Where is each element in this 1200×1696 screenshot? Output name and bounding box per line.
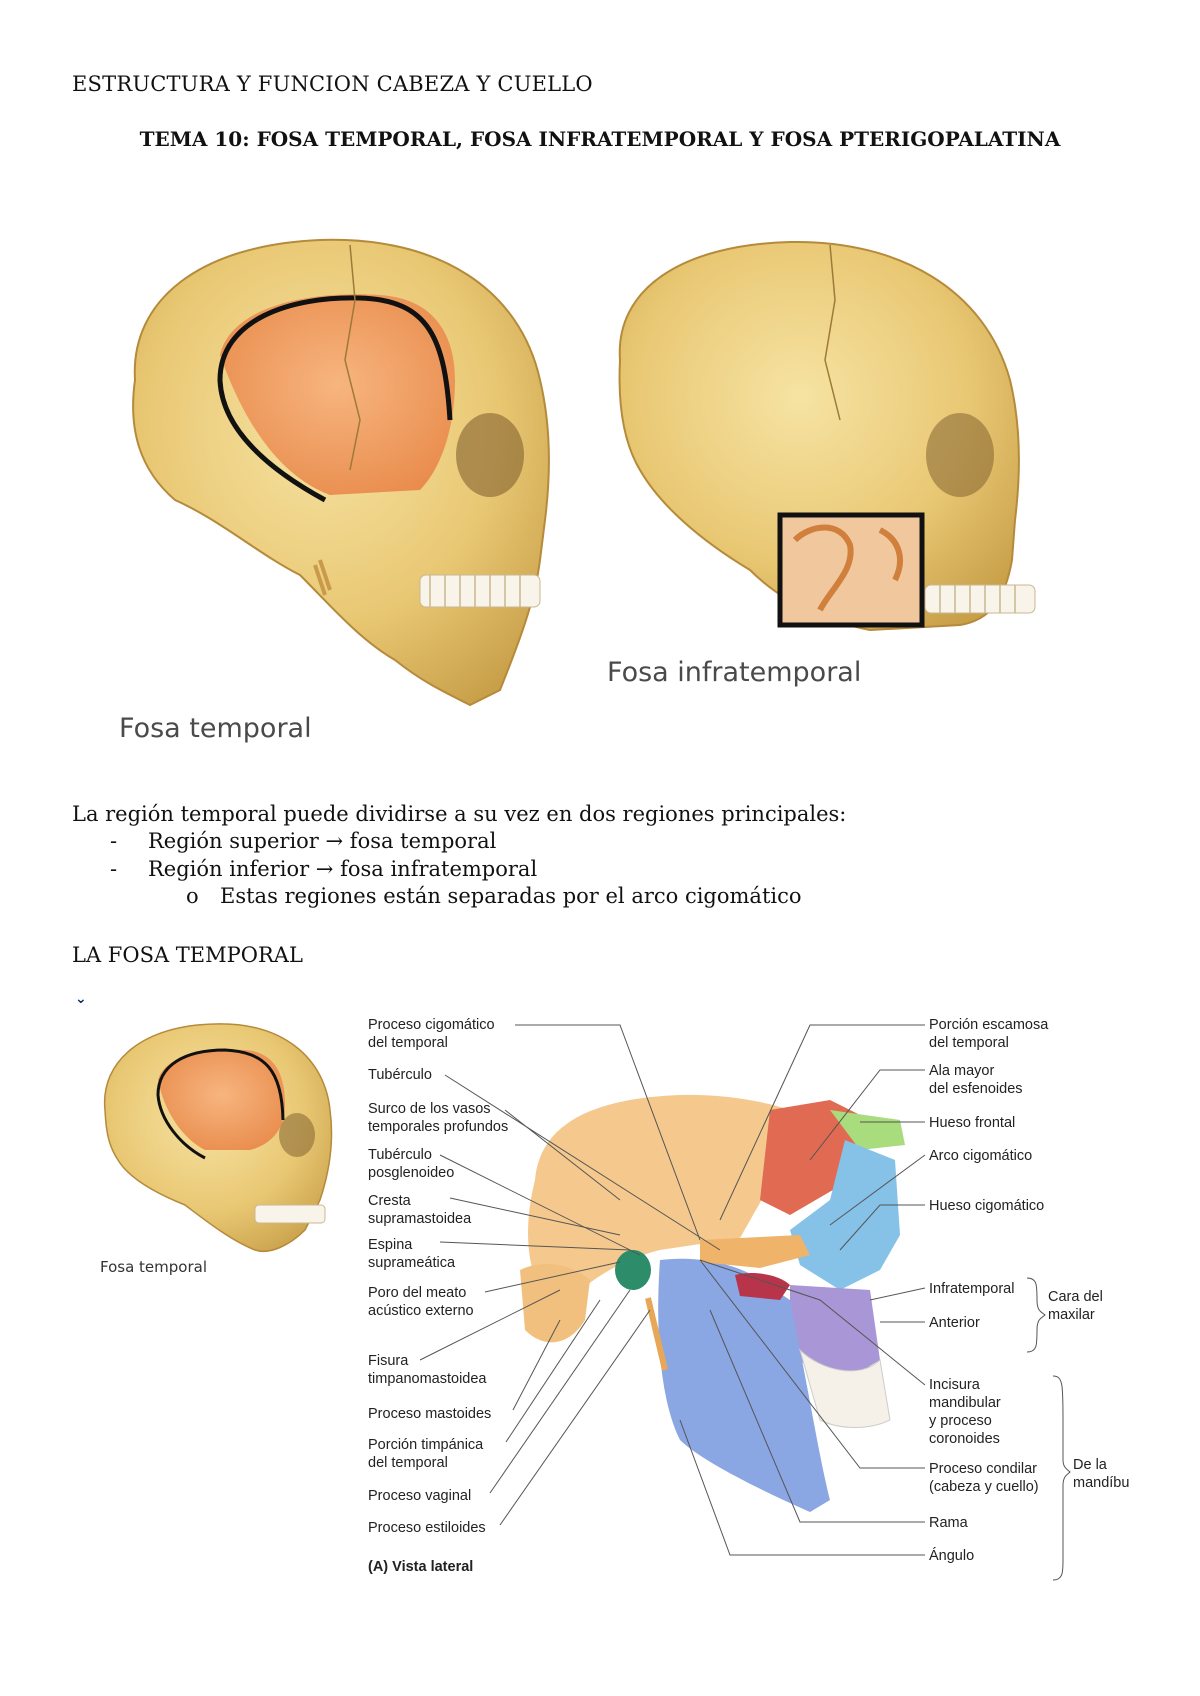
fosa-infratemporal-caption: Fosa infratemporal: [607, 657, 862, 688]
sub-bullet: o: [186, 884, 199, 908]
section-heading: LA FOSA TEMPORAL: [72, 943, 303, 967]
skull-temporal-fossa-image: [132, 238, 550, 707]
list-item-text: Región inferior → fosa infratemporal: [148, 857, 538, 881]
label-proceso-vaginal: Proceso vaginal: [368, 1488, 472, 1504]
label-porcion-escamosa: Porción escamosa del temporal: [929, 1017, 1049, 1051]
list-dash: -: [110, 829, 118, 853]
label-surco-vasos: Surco de los vasos temporales profundos: [368, 1101, 509, 1135]
label-incisura-mandibular: Incisura mandibular y proceso coronoides: [929, 1377, 1001, 1447]
label-ala-mayor: Ala mayor del esfenoides: [929, 1063, 1023, 1097]
label-proceso-condilar: Proceso condilar (cabeza y cuello): [929, 1461, 1039, 1495]
list-item: - Región inferior → fosa infratemporal: [110, 857, 537, 881]
view-label: (A) Vista lateral: [368, 1559, 474, 1575]
sub-list-item-text: Estas regiones están separadas por el ar…: [220, 884, 802, 908]
small-skull-image: [103, 1023, 333, 1252]
label-proceso-estiloides: Proceso estiloides: [368, 1520, 486, 1536]
course-header: ESTRUCTURA Y FUNCION CABEZA Y CUELLO: [72, 72, 593, 96]
label-tuberculo: Tubérculo: [368, 1067, 432, 1083]
chevron-down-icon: ⌄: [75, 991, 87, 1007]
leader-lines: [419, 1024, 1071, 1581]
page-title: TEMA 10: FOSA TEMPORAL, FOSA INFRATEMPOR…: [139, 127, 1061, 151]
group-label-mandibula: De la mandíbu: [1073, 1457, 1130, 1491]
label-porcion-timpanica: Porción timpánica del temporal: [368, 1437, 484, 1471]
list-dash: -: [110, 857, 118, 881]
sub-list-item: o Estas regiones están separadas por el a…: [186, 884, 802, 908]
label-proceso-cigomatico: Proceso cigomático del temporal: [368, 1017, 495, 1051]
label-rama: Rama: [929, 1515, 968, 1531]
small-skull-caption: Fosa temporal: [100, 1258, 207, 1276]
label-tuberculo-posglenoideo: Tubérculo posglenoideo: [368, 1147, 455, 1181]
skull-infratemporal-fossa-image: [618, 240, 1036, 632]
list-item: - Región superior → fosa temporal: [110, 829, 496, 853]
group-label-maxilar: Cara del maxilar: [1048, 1289, 1103, 1323]
label-cresta-supramastoidea: Cresta supramastoidea: [368, 1193, 472, 1227]
label-espina-suprameatica: Espina suprameática: [368, 1237, 456, 1271]
intro-paragraph: La región temporal puede dividirse a su …: [72, 802, 847, 826]
fosa-temporal-caption: Fosa temporal: [119, 713, 312, 744]
label-fisura-timpanomastoidea: Fisura timpanomastoidea: [368, 1353, 487, 1387]
label-poro-meato: Poro del meato acústico externo: [368, 1285, 474, 1319]
label-hueso-cigomatico: Hueso cigomático: [929, 1198, 1045, 1214]
label-angulo: Ángulo: [929, 1548, 975, 1564]
list-item-text: Región superior → fosa temporal: [148, 829, 497, 853]
label-hueso-frontal: Hueso frontal: [929, 1115, 1016, 1131]
label-arco-cigomatico: Arco cigomático: [929, 1148, 1033, 1164]
label-proceso-mastoides: Proceso mastoides: [368, 1406, 492, 1422]
label-infratemporal: Infratemporal: [929, 1281, 1015, 1297]
label-anterior: Anterior: [929, 1315, 980, 1331]
lateral-view-diagram: [520, 1094, 905, 1512]
